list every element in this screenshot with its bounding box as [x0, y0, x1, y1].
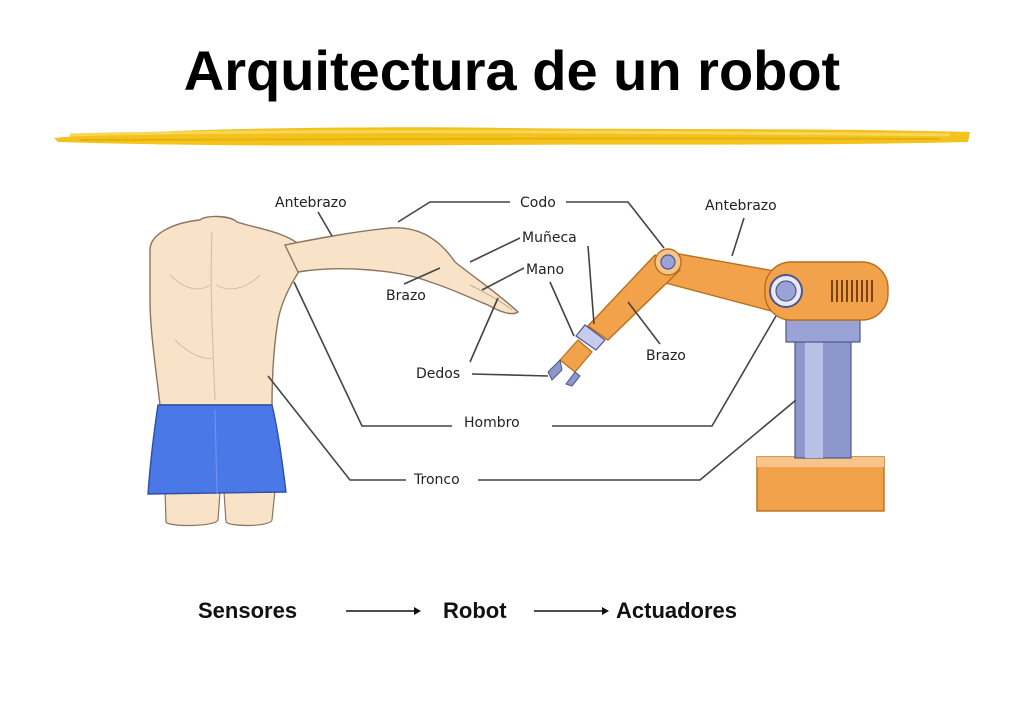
label-mano: Mano — [526, 262, 564, 278]
sensor-robot-actuator-flow: Sensores Robot Actuadores — [0, 590, 1024, 640]
label-tronco: Tronco — [413, 472, 460, 488]
label-brazo-human: Brazo — [386, 288, 426, 304]
leader-lines — [267, 201, 797, 481]
arrow-right-icon — [346, 607, 421, 615]
title-underline-stroke — [54, 127, 970, 146]
flow-sensores: Sensores — [198, 598, 298, 623]
label-hombro: Hombro — [464, 415, 520, 431]
slide-title: Arquitectura de un robot — [183, 39, 841, 102]
label-codo: Codo — [520, 195, 556, 211]
label-dedos: Dedos — [416, 366, 460, 382]
label-muneca: Muñeca — [522, 230, 577, 246]
label-antebrazo-robot: Antebrazo — [705, 198, 777, 214]
arrow-right-icon — [534, 607, 609, 615]
human-figure — [147, 215, 520, 527]
robot-figure — [547, 248, 889, 512]
label-antebrazo-human: Antebrazo — [275, 195, 347, 211]
flow-robot: Robot — [443, 598, 507, 623]
flow-actuadores: Actuadores — [616, 598, 738, 623]
label-brazo-robot: Brazo — [646, 348, 686, 364]
